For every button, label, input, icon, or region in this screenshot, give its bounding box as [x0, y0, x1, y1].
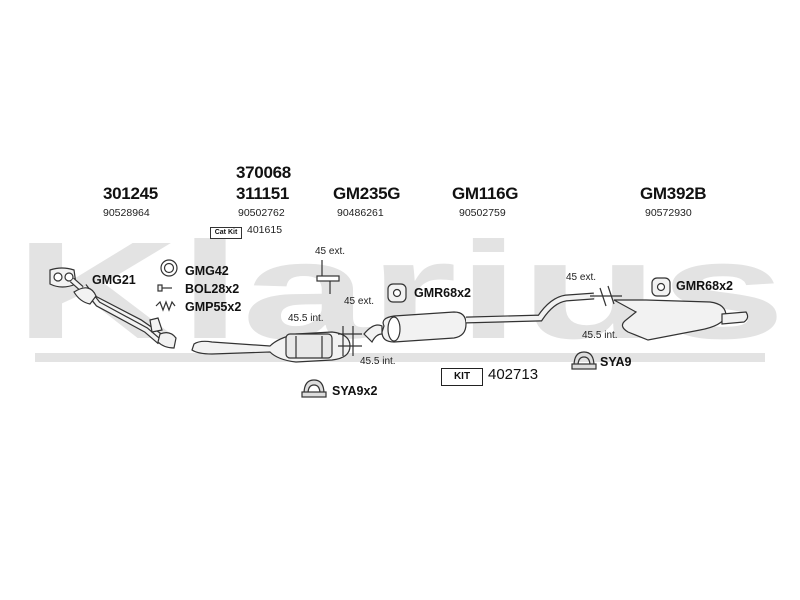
rear-silencer-icon — [613, 299, 749, 341]
label-gmg42: GMG42 — [185, 264, 229, 278]
clamp-sya9-icon — [571, 351, 597, 370]
oe-number-centre-silencer: 90502759 — [459, 207, 506, 219]
centre-silencer-icon — [363, 292, 595, 344]
label-gmr68x2-front: GMR68x2 — [414, 286, 471, 300]
label-sya9: SYA9 — [600, 355, 632, 369]
part-number-centre-silencer: GM116G — [452, 184, 519, 203]
label-bol28x2: BOL28x2 — [185, 282, 240, 296]
note-ext-front-upper: 45 ext. — [315, 246, 346, 257]
oe-number-rear-silencer: 90572930 — [645, 207, 692, 219]
catalytic-converter-icon — [191, 331, 351, 363]
pipe-joint-rear-icon — [590, 285, 622, 307]
oe-number-catalyst: 90502762 — [238, 207, 285, 219]
part-number-downpipe: 301245 — [103, 184, 158, 203]
kit-number: 402713 — [488, 366, 539, 383]
part-number-front-pipe: GM235G — [333, 184, 401, 203]
note-int-rear: 45.5 int. — [582, 330, 618, 341]
part-number-catalyst: 311151 — [236, 184, 290, 203]
oe-number-front-pipe: 90486261 — [337, 207, 384, 219]
watermark-underline — [35, 353, 765, 362]
hanger-gmr68-rear-icon — [651, 277, 671, 297]
part-number-rear-silencer: GM392B — [640, 184, 707, 203]
note-ext-front-lower: 45 ext. — [344, 296, 375, 307]
label-sya9x2: SYA9x2 — [332, 384, 378, 398]
note-ext-rear: 45 ext. — [566, 272, 597, 283]
cat-kit-number: 401615 — [247, 224, 283, 236]
gasket-gmg21-icon — [49, 267, 77, 288]
label-gmr68x2-rear: GMR68x2 — [676, 279, 733, 293]
oe-number-downpipe: 90528964 — [103, 207, 150, 219]
pipe-joint-front-icon — [316, 260, 362, 356]
downpipe-icon — [70, 277, 177, 349]
note-int-front-lower: 45.5 int. — [360, 356, 396, 367]
bolt-icon — [157, 284, 172, 292]
part-number-catalyst-alt: 370068 — [236, 163, 291, 182]
spring-icon — [155, 300, 176, 312]
label-gmp55x2: GMP55x2 — [185, 300, 242, 314]
note-int-front-upper: 45.5 int. — [288, 313, 324, 324]
hanger-gmr68-front-icon — [387, 283, 407, 303]
clamp-sya9x2-icon — [301, 379, 327, 398]
label-gmg21: GMG21 — [92, 273, 136, 287]
cat-kit-badge: Cat Kit — [210, 227, 242, 239]
kit-badge: KIT — [441, 368, 483, 386]
